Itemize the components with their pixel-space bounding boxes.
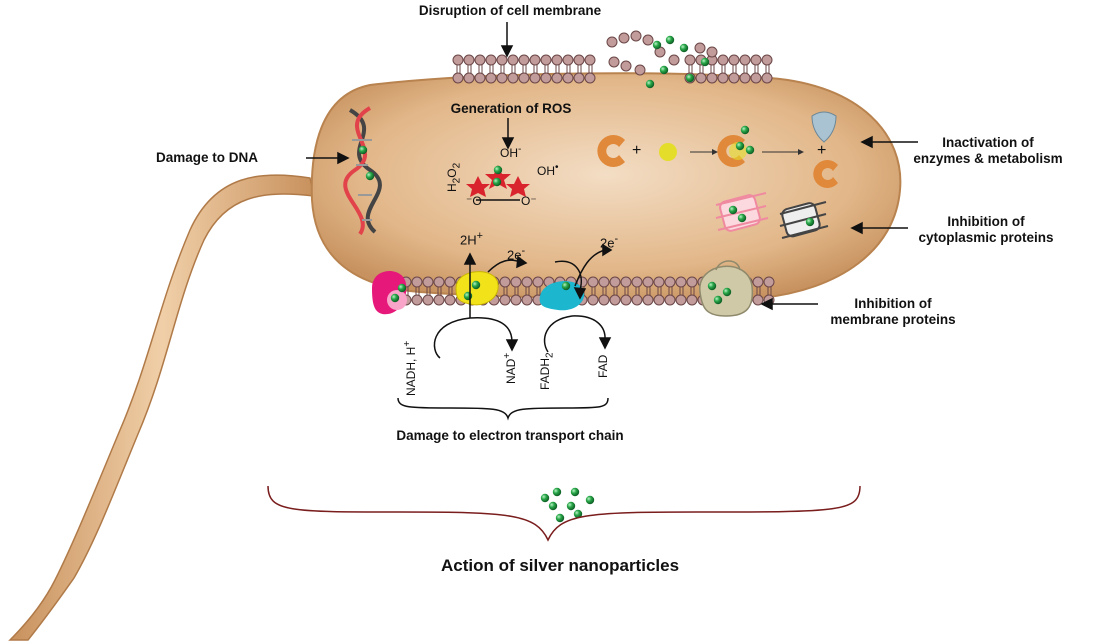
chem-oh-dot: OH• [537,162,559,178]
label-inactivation-1: Inactivation of [942,135,1034,150]
label-membrane: Inhibition of membrane proteins [808,296,978,328]
label-cyto-2: cytoplasmic proteins [918,230,1054,245]
label-inactivation-2: enzymes & metabolism [913,151,1063,166]
chem-2h-sup: + [476,230,483,242]
chem-h2o2-sub: 2 [451,177,463,184]
chem-fadh2-text: FADH [538,357,552,390]
label-action: Action of silver nanoparticles [440,556,680,575]
chem-2h: 2H+ [460,230,483,247]
chem-oh-minus-sup: - [518,144,522,155]
ros-cluster [466,165,530,201]
label-inactivation: Inactivation of enzymes & metabolism [888,135,1088,167]
chem-h2o2-sub2: 2 [451,162,463,169]
arrows [306,22,918,359]
nanoparticles [358,35,815,523]
chem-h2o2-h: H [445,183,459,192]
label-dna: Damage to DNA [156,150,259,165]
chem-fad: FAD [596,354,610,378]
chem-fadh2-sub: 2 [544,352,556,358]
chem-oh-minus: OH- [500,144,521,160]
chem-2e-left-sup: - [521,245,526,257]
chem-h2o2-o: O [445,168,459,178]
chem-2h-text: 2H [460,232,477,248]
flagellum [8,174,315,641]
label-membrane-2: membrane proteins [830,312,956,327]
chem-2e-left: 2e- [507,245,525,262]
label-cyto-1: Inhibition of [947,214,1025,229]
chem-2e-right-sup: - [614,233,619,245]
chem-nadh: NADH, H+ [402,341,418,396]
chem-h2o2: H2O2 [445,163,462,192]
chem-fadh2: FADH2 [538,352,555,390]
bacterial-cell [310,72,902,300]
dna-helix [343,106,382,236]
chem-2e-right: 2e- [600,233,618,250]
label-etc: Damage to electron transport chain [396,428,624,443]
chem-2e-right-text: 2e [600,235,615,251]
chem-nad-sup: + [502,352,513,359]
chem-o-left: ⁻O [466,194,482,208]
chem-oh-minus-text: OH [500,146,518,160]
label-cytoplasmic: Inhibition of cytoplasmic proteins [896,214,1076,246]
label-ros: Generation of ROS [450,101,572,116]
chem-oh-dot-sup: • [555,162,559,173]
chem-nadh-sup: + [402,340,413,347]
chem-plus-1: + [632,142,642,159]
chem-2e-left-text: 2e [507,247,522,263]
chem-nad-text: NAD [504,358,518,384]
chem-nad: NAD+ [502,353,518,384]
label-disruption: Disruption of cell membrane [418,3,602,18]
chem-nadh-text: NADH, H [404,346,418,396]
chem-oh-dot-text: OH [537,164,555,178]
chem-o-right: O⁻ [521,194,537,208]
action-bracket [267,485,861,542]
label-membrane-1: Inhibition of [854,296,932,311]
etc-bracket [397,397,609,421]
chem-plus-2: + [817,142,827,159]
cytoplasmic-proteins [715,192,829,239]
